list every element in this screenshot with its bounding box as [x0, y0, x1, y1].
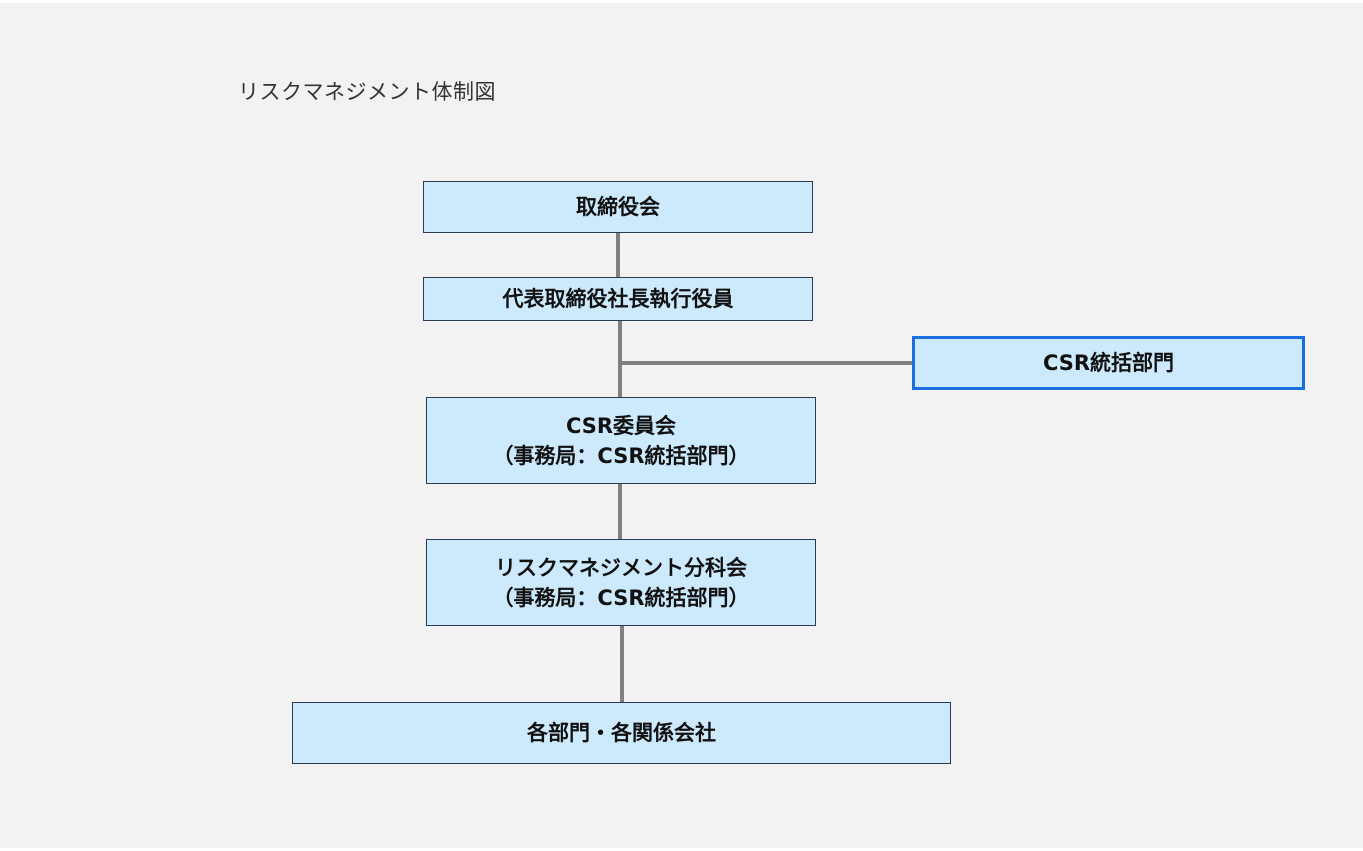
node-president-label: 代表取締役社長執行役員 [502, 287, 734, 311]
connector-subcommittee-departments [620, 625, 624, 703]
node-risk-subcommittee-sublabel: （事務局：CSR統括部門） [492, 585, 750, 610]
node-csr-committee-label: CSR委員会 [565, 413, 677, 438]
node-risk-subcommittee: リスクマネジメント分科会 （事務局：CSR統括部門） [426, 539, 816, 626]
node-csr-committee-sublabel: （事務局：CSR統括部門） [492, 443, 750, 468]
node-president: 代表取締役社長執行役員 [423, 277, 813, 321]
connector-board-president [616, 232, 620, 278]
node-board: 取締役会 [423, 181, 813, 233]
connector-committee-subcommittee [618, 483, 622, 539]
node-risk-subcommittee-label: リスクマネジメント分科会 [495, 555, 747, 580]
node-departments-label: 各部門・各関係会社 [527, 721, 716, 745]
node-board-label: 取締役会 [576, 195, 660, 219]
node-csr-dept-label: CSR統括部門 [1042, 351, 1175, 375]
node-departments: 各部門・各関係会社 [292, 702, 951, 764]
connector-to-csr-dept [620, 361, 914, 365]
diagram-canvas: リスクマネジメント体制図 取締役会 代表取締役社長執行役員 CSR統括部門 CS… [0, 3, 1363, 848]
node-csr-committee: CSR委員会 （事務局：CSR統括部門） [426, 397, 816, 484]
node-csr-dept: CSR統括部門 [912, 336, 1305, 390]
diagram-title: リスクマネジメント体制図 [238, 80, 496, 104]
connector-president-committee [618, 321, 622, 399]
